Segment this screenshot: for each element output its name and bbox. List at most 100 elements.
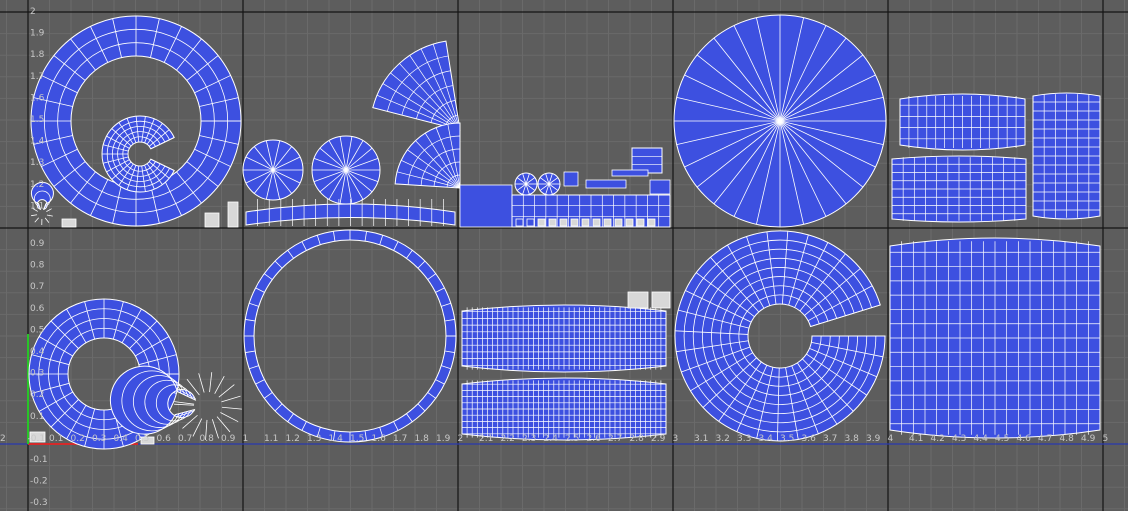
tiny-piece (581, 218, 590, 227)
u-tick-label: 1.8 (415, 434, 430, 444)
cloth-panel-shell (891, 155, 1027, 223)
u-tick-label: 4.4 (974, 434, 989, 444)
u-tick-label: 3.1 (694, 434, 708, 444)
u-tick-label: 2.9 (651, 434, 666, 444)
u-tick-label: 0.5 (135, 434, 149, 444)
tiny-piece (647, 218, 656, 227)
v-tick-label: 1.9 (30, 29, 45, 39)
u-tick-label: 0.9 (221, 434, 236, 444)
u-tick-label: 4.3 (952, 434, 966, 444)
u-tick-label: 3.9 (866, 434, 881, 444)
u-tick-label: 2.8 (630, 434, 645, 444)
u-tick-label: 4.6 (1017, 434, 1032, 444)
u-tick-label: 0.8 (200, 434, 215, 444)
u-tick-label: 1.4 (329, 434, 344, 444)
cloth-panel-shell (1032, 92, 1101, 220)
v-tick-label: 1.4 (30, 137, 45, 147)
u-tick-label: 2.7 (608, 434, 622, 444)
u-tick-label: 1.3 (307, 434, 321, 444)
v-tick-label: 1.8 (30, 50, 45, 60)
small-block-shell (649, 179, 671, 195)
selected-piece (204, 212, 220, 228)
v-tick-label: 0.9 (30, 239, 45, 249)
v-tick-label: -0.1 (30, 455, 48, 465)
u-tick-label: 1.9 (436, 434, 451, 444)
pacman-ring-shell (101, 115, 175, 193)
strip-panel-shell (511, 194, 671, 228)
uv-shells (28, 14, 1101, 450)
u-tick-label: 0.6 (157, 434, 172, 444)
tiny-piece (537, 218, 546, 227)
tiny-piece (592, 218, 601, 227)
u-tick-label: 3.3 (737, 434, 751, 444)
cloth-panel-shell (899, 93, 1026, 151)
v-tick-label: 1.5 (30, 115, 44, 125)
tiny-piece (515, 218, 524, 227)
v-tick-label: 1.3 (30, 158, 44, 168)
u-tick-label: 2.4 (544, 434, 559, 444)
u-tick-label: 0.1 (49, 434, 63, 444)
u-tick-label: 4 (888, 434, 894, 444)
small-block-shell (563, 171, 579, 187)
u-tick-label: 3 (673, 434, 679, 444)
stacked-block-shell (631, 147, 663, 174)
tiny-disc-shell (514, 172, 538, 196)
thin-ring-shell (243, 229, 457, 443)
large-disc-shell (673, 14, 887, 228)
uv-coordinate-labels: 2 1.9 1.8 1.7 1.6 1.5 1.4 1.3 1.2 1.1 0.9 0.8 0.7 0.6… (0, 7, 1108, 508)
tiny-piece (548, 218, 557, 227)
medium-disc-shell (311, 135, 381, 205)
v-tick-label: 0.3 (30, 369, 44, 379)
small-horseshoe-shell (30, 181, 54, 226)
u-tick-label: 0.2 (71, 434, 85, 444)
u-tick-label: 1.1 (264, 434, 278, 444)
u-tick-label: 4.8 (1060, 434, 1075, 444)
fan-shell-top (372, 40, 461, 131)
u-tick-label: 4.7 (1038, 434, 1052, 444)
large-pacman-ring-shell (674, 230, 886, 442)
u-tick-label: 0.7 (178, 434, 192, 444)
v-tick-label: 1.7 (30, 72, 44, 82)
tiny-piece (526, 218, 535, 227)
u-tick-label: 3.8 (845, 434, 860, 444)
v-tick-label: 0.4 (30, 347, 45, 357)
u-tick-label: 1.5 (350, 434, 364, 444)
u-tick-label: 2.3 (522, 434, 536, 444)
u-tick-label: 2.1 (479, 434, 493, 444)
u-tick-label: 5 (1103, 434, 1109, 444)
small-block-shell (585, 179, 627, 189)
u-tick-label: 4.5 (995, 434, 1009, 444)
v-tick-label: -0.2 (30, 477, 48, 487)
u-tick-label: 3.4 (759, 434, 774, 444)
v-tick-label: 1.1 (30, 201, 44, 211)
selected-piece (651, 291, 671, 309)
u-tick-label: 2 (458, 434, 464, 444)
v-tick-label: 1.2 (30, 180, 44, 190)
v-tick-label: 0.7 (30, 282, 44, 292)
u-tick-label: 4.2 (931, 434, 945, 444)
u-tick-label: 2.2 (501, 434, 515, 444)
v-tick-label: 0.1 (30, 412, 44, 422)
u-tick-label: 0.4 (114, 434, 129, 444)
selected-piece (61, 218, 77, 228)
u-tick-label: 4.9 (1081, 434, 1096, 444)
selected-piece (29, 431, 46, 443)
u-tick-label: 2.5 (565, 434, 579, 444)
v-tick-label: 0.8 (30, 261, 45, 271)
u-tick-label: 1.7 (393, 434, 407, 444)
tiny-piece (559, 218, 568, 227)
large-ring-shell (30, 15, 242, 227)
selected-piece (227, 201, 239, 228)
u-tick-label: 1.6 (372, 434, 387, 444)
u-tick-label: 3.6 (802, 434, 817, 444)
tiny-piece (625, 218, 634, 227)
selected-piece (627, 291, 649, 309)
u-tick-label: 2 (0, 434, 6, 444)
fan-shell-bottom (394, 122, 461, 189)
v-tick-label: 0.6 (30, 304, 45, 314)
u-tick-label: 3.2 (716, 434, 730, 444)
block-shell (459, 184, 513, 228)
u-tick-label: -0.1 (28, 434, 46, 444)
